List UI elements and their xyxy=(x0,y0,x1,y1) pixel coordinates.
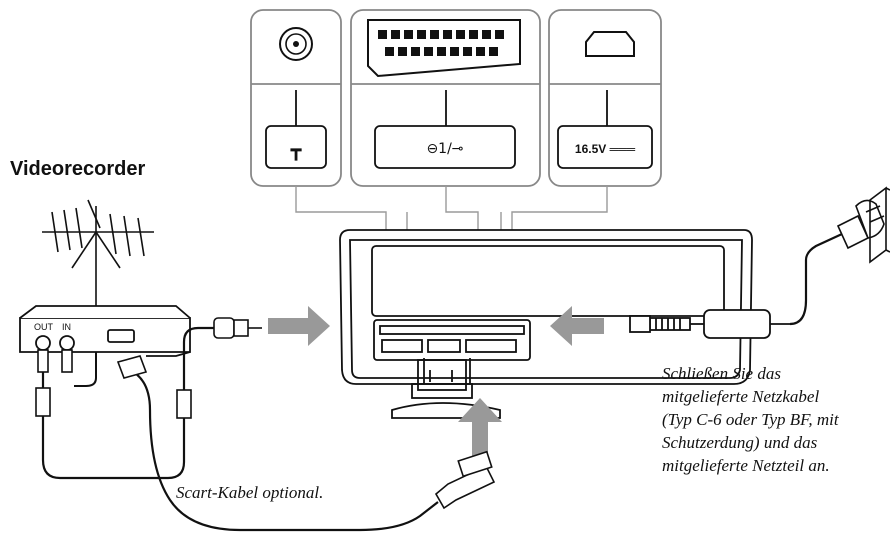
video-recorder-icon xyxy=(19,305,191,357)
coax-plug-icon xyxy=(37,349,73,373)
scart-pin xyxy=(391,30,400,39)
dc-jack-icon xyxy=(585,31,635,57)
scart-pin xyxy=(398,47,407,56)
power-note-line: (Typ C-6 oder Typ BF, mit xyxy=(662,410,839,429)
scart-pin xyxy=(456,30,465,39)
scart-pin xyxy=(495,30,504,39)
antenna-jack-icon xyxy=(279,27,313,61)
mains-plug-icon xyxy=(836,199,885,250)
power-note-line: mitgelieferte Netzteil an. xyxy=(662,456,830,475)
scart-pin xyxy=(469,30,478,39)
power-note-line: Schutzerdung) und das xyxy=(662,433,818,452)
wall-socket-icon xyxy=(869,186,890,264)
antenna-port-symbol: ┳ xyxy=(290,140,303,161)
power-connection-note: Schließen Sie das mitgelieferte Netzkabe… xyxy=(662,362,888,477)
scart-pin xyxy=(417,30,426,39)
scart-pin xyxy=(404,30,413,39)
scart-pin xyxy=(437,47,446,56)
scart-pin xyxy=(482,30,491,39)
arrow-up-icon xyxy=(458,398,502,470)
coax-cable xyxy=(41,326,214,480)
scart-pin xyxy=(463,47,472,56)
scart-cable xyxy=(129,369,439,532)
antenna-port-panel xyxy=(250,9,342,187)
power-note-line: mitgelieferte Netzkabel xyxy=(662,387,820,406)
ac-adapter-icon xyxy=(629,309,790,339)
tv-rear-icon xyxy=(339,229,753,419)
dc-input-panel xyxy=(548,9,662,187)
mains-cable xyxy=(789,233,843,326)
scart-pin xyxy=(424,47,433,56)
scart-pin xyxy=(378,30,387,39)
power-note-line: Schließen Sie das xyxy=(662,364,781,383)
scart-pin xyxy=(443,30,452,39)
arrow-left-icon xyxy=(550,306,604,346)
vcr-in-label: IN xyxy=(62,322,71,332)
scart-pin xyxy=(385,47,394,56)
arrow-right-icon xyxy=(268,306,330,346)
scart-pin xyxy=(430,30,439,39)
videorecorder-heading: Videorecorder xyxy=(10,158,146,180)
vcr-out-label: OUT xyxy=(34,322,54,332)
tv-antenna-icon xyxy=(42,199,154,310)
scart-port-label: ⊖1/⊸ xyxy=(426,141,463,157)
coax-connector-icon xyxy=(213,317,262,339)
scart-pin xyxy=(411,47,420,56)
scart-port-panel xyxy=(350,9,541,187)
scart-cable-caption: Scart-Kabel optional. xyxy=(176,483,324,502)
dc-input-label: 16.5V ═══ xyxy=(575,142,636,156)
scart-pin xyxy=(450,47,459,56)
scart-plug-icon xyxy=(116,355,496,510)
scart-pin xyxy=(476,47,485,56)
antenna-cable xyxy=(74,310,97,387)
scart-pin xyxy=(489,47,498,56)
